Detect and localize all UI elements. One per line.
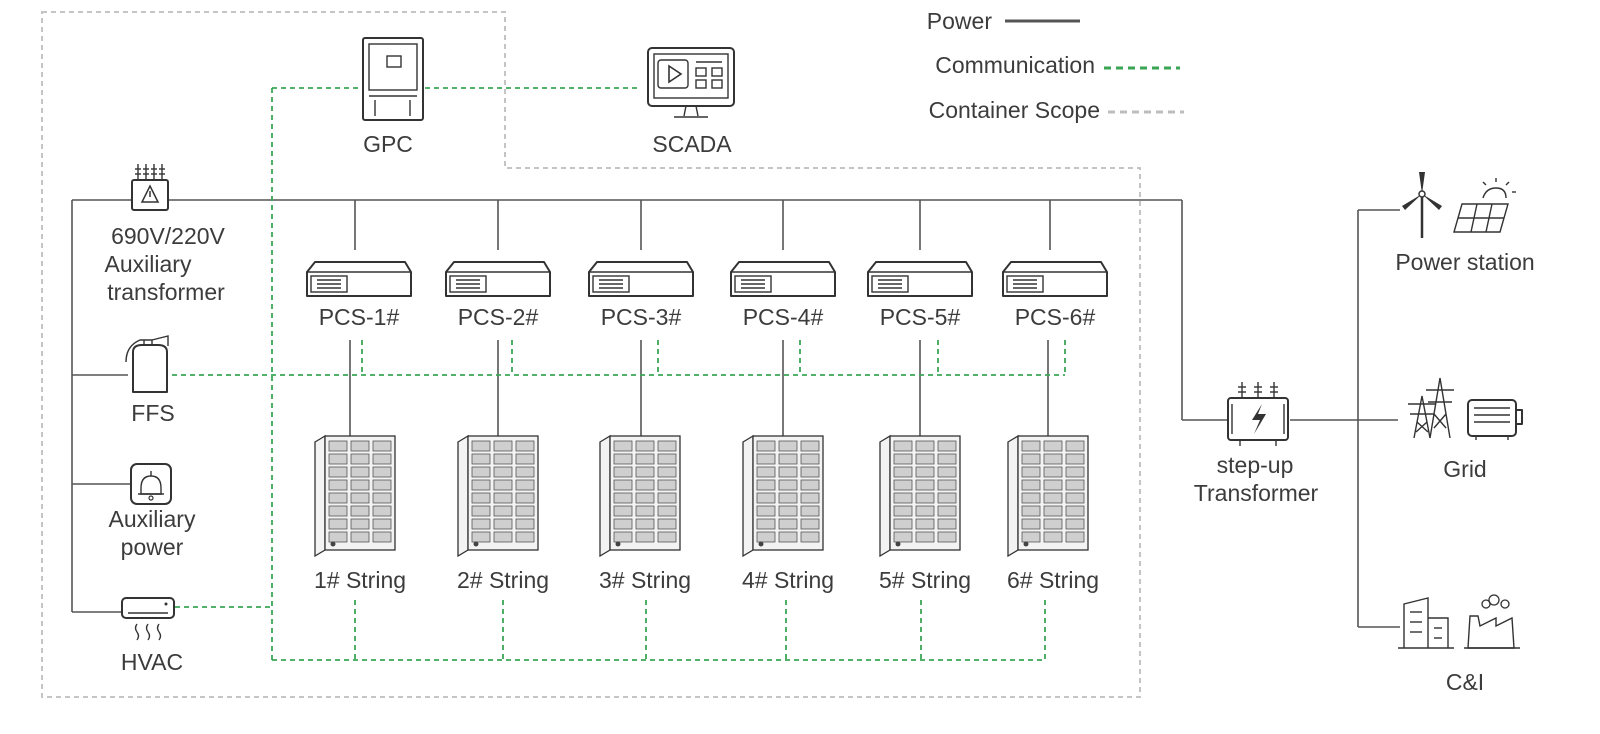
pcs-label: PCS-5#	[880, 304, 961, 330]
wind-solar-icon	[1402, 172, 1516, 238]
pcs-label: PCS-3#	[601, 304, 682, 330]
hvac-node: HVAC	[121, 597, 183, 675]
step-up-label-1: step-up	[1217, 452, 1294, 478]
air-conditioner-icon	[121, 597, 175, 641]
pcs-unit: PCS-5#	[867, 261, 973, 330]
battery-string: 2# String	[457, 434, 549, 593]
transformer-icon	[131, 164, 169, 211]
aux-transformer-label-2: Auxiliary	[105, 251, 192, 277]
factory-building-icon	[1398, 594, 1520, 649]
bell-icon	[130, 463, 172, 505]
power-lines	[71, 199, 1400, 628]
string-label: 5# String	[879, 567, 971, 593]
legend-communication-label: Communication	[935, 52, 1095, 78]
communication-lines	[172, 87, 1066, 661]
battery-string: 6# String	[1007, 434, 1099, 593]
pcs-label: PCS-1#	[319, 304, 400, 330]
legend: Power Communication Container Scope	[927, 8, 1184, 123]
battery-rack-icon	[457, 434, 539, 558]
pcs-unit-icon	[588, 261, 694, 297]
step-up-label-2: Transformer	[1194, 480, 1319, 506]
power-station-label: Power station	[1395, 249, 1534, 275]
legend-container-scope-label: Container Scope	[929, 97, 1100, 123]
battery-rack-icon	[879, 434, 961, 558]
pcs-unit: PCS-4#	[730, 261, 836, 330]
battery-string: 4# String	[742, 434, 834, 593]
scada-label: SCADA	[652, 131, 732, 157]
pcs-unit-icon	[445, 261, 551, 297]
aux-transformer-node: 690V/220V Auxiliary transformer	[105, 164, 226, 305]
grid-label: Grid	[1443, 456, 1486, 482]
aux-power-node: Auxiliary power	[109, 463, 196, 560]
battery-string: 1# String	[314, 434, 406, 593]
pcs-unit-icon	[867, 261, 973, 297]
fire-extinguisher-icon	[125, 335, 169, 393]
string-label: 6# String	[1007, 567, 1099, 593]
string-label: 3# String	[599, 567, 691, 593]
pylon-icon	[1408, 377, 1523, 440]
gpc-label: GPC	[363, 131, 413, 157]
pcs-unit: PCS-6#	[1002, 261, 1108, 330]
pcs-unit-icon	[1002, 261, 1108, 297]
legend-power-label: Power	[927, 8, 993, 34]
string-group: 1# String 2# String 3# String 4# String 5# S…	[314, 434, 1099, 593]
transformer-icon	[1227, 382, 1289, 446]
pcs-unit: PCS-3#	[588, 261, 694, 330]
ci-node: C&I	[1398, 594, 1520, 695]
pcs-unit-icon	[306, 261, 412, 297]
pcs-label: PCS-2#	[458, 304, 539, 330]
aux-power-label-2: power	[121, 534, 184, 560]
monitor-icon	[647, 47, 735, 118]
gpc-node: GPC	[362, 37, 424, 157]
battery-rack-icon	[1007, 434, 1089, 558]
controller-cabinet-icon	[362, 37, 424, 121]
battery-rack-icon	[314, 434, 396, 558]
hvac-label: HVAC	[121, 649, 183, 675]
ci-label: C&I	[1446, 669, 1484, 695]
battery-string: 5# String	[879, 434, 971, 593]
string-label: 2# String	[457, 567, 549, 593]
battery-rack-icon	[742, 434, 824, 558]
pcs-label: PCS-4#	[743, 304, 824, 330]
step-up-transformer-node: step-up Transformer	[1194, 382, 1319, 506]
string-label: 4# String	[742, 567, 834, 593]
battery-string: 3# String	[599, 434, 691, 593]
aux-transformer-label-3: transformer	[107, 279, 225, 305]
power-station-node: Power station	[1395, 172, 1535, 275]
ffs-node: FFS	[125, 335, 175, 426]
grid-node: Grid	[1408, 377, 1523, 482]
ffs-label: FFS	[131, 400, 174, 426]
aux-transformer-label-1: 690V/220V	[111, 223, 225, 249]
aux-power-label-1: Auxiliary	[109, 506, 196, 532]
pcs-unit-icon	[730, 261, 836, 297]
scada-node: SCADA	[647, 47, 735, 157]
pcs-group: PCS-1# PCS-2# PCS-3# PCS-4# PCS-5# PCS-6#	[306, 261, 1108, 330]
pcs-unit: PCS-1#	[306, 261, 412, 330]
pcs-unit: PCS-2#	[445, 261, 551, 330]
pcs-label: PCS-6#	[1015, 304, 1096, 330]
battery-rack-icon	[599, 434, 681, 558]
container-scope-boundary	[41, 11, 1141, 698]
string-label: 1# String	[314, 567, 406, 593]
